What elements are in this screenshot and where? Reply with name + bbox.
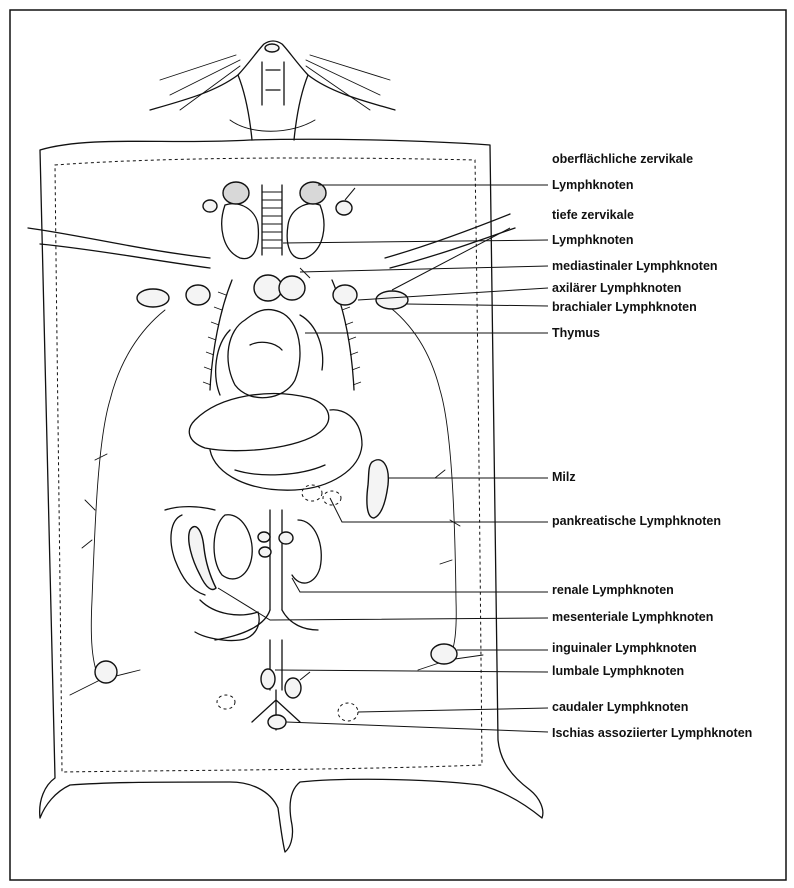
renal-node-3 bbox=[259, 547, 271, 557]
pelt-outline bbox=[28, 139, 543, 852]
caudal-node-left bbox=[217, 695, 235, 709]
spleen bbox=[367, 460, 388, 518]
caudal-node-right bbox=[338, 703, 358, 721]
label-pancreatic: pankreatische Lymphknoten bbox=[552, 514, 721, 528]
label-mediastinal: mediastinaler Lymphknoten bbox=[552, 259, 718, 273]
renal-node-1 bbox=[258, 532, 270, 542]
label-axillary: axilärer Lymphknoten bbox=[552, 281, 681, 295]
label-lumbar: lumbale Lymphknoten bbox=[552, 664, 684, 678]
small-cervical-node-right bbox=[336, 201, 352, 215]
label-brachial: brachialer Lymphknoten bbox=[552, 300, 697, 314]
renal-node-2 bbox=[279, 532, 293, 544]
abdominal-organs bbox=[189, 394, 362, 491]
mediastinal-node-left bbox=[254, 275, 282, 301]
small-cervical-node-left bbox=[203, 200, 217, 212]
body-wall-vessels bbox=[70, 300, 483, 695]
axillary-node-right bbox=[333, 285, 357, 305]
leader-lines bbox=[218, 185, 548, 732]
mediastinal-node-right bbox=[279, 276, 305, 300]
label-spleen: Milz bbox=[552, 470, 576, 484]
superficial-cervical-node-left bbox=[223, 182, 249, 204]
label-renal: renale Lymphknoten bbox=[552, 583, 674, 597]
label-deep-cervical-line1: tiefe zervikale bbox=[552, 208, 634, 222]
mesenteric-node bbox=[189, 527, 216, 590]
label-thymus: Thymus bbox=[552, 326, 600, 340]
label-deep-cervical-line2: Lymphknoten bbox=[552, 233, 633, 247]
label-sciatic: Ischias assoziierter Lymphknoten bbox=[552, 726, 752, 740]
label-inguinal: inguinaler Lymphknoten bbox=[552, 641, 697, 655]
brachial-node-right bbox=[376, 291, 408, 309]
inguinal-node-right bbox=[431, 644, 457, 664]
mouse-head bbox=[150, 41, 395, 140]
label-mesenteric: mesenteriale Lymphknoten bbox=[552, 610, 713, 624]
thoracic-organs bbox=[216, 310, 323, 398]
brachial-node-left bbox=[137, 289, 169, 307]
lumbar-node-1 bbox=[261, 669, 275, 689]
label-caudal: caudaler Lymphknoten bbox=[552, 700, 688, 714]
label-superficial-cervical-line1: oberflächliche zervikale bbox=[552, 152, 693, 166]
label-superficial-cervical-line2: Lymphknoten bbox=[552, 178, 633, 192]
sciatic-node bbox=[268, 715, 286, 729]
inguinal-node-left bbox=[95, 661, 117, 683]
axillary-node-left bbox=[186, 285, 210, 305]
lumbar-node-2 bbox=[285, 678, 301, 698]
